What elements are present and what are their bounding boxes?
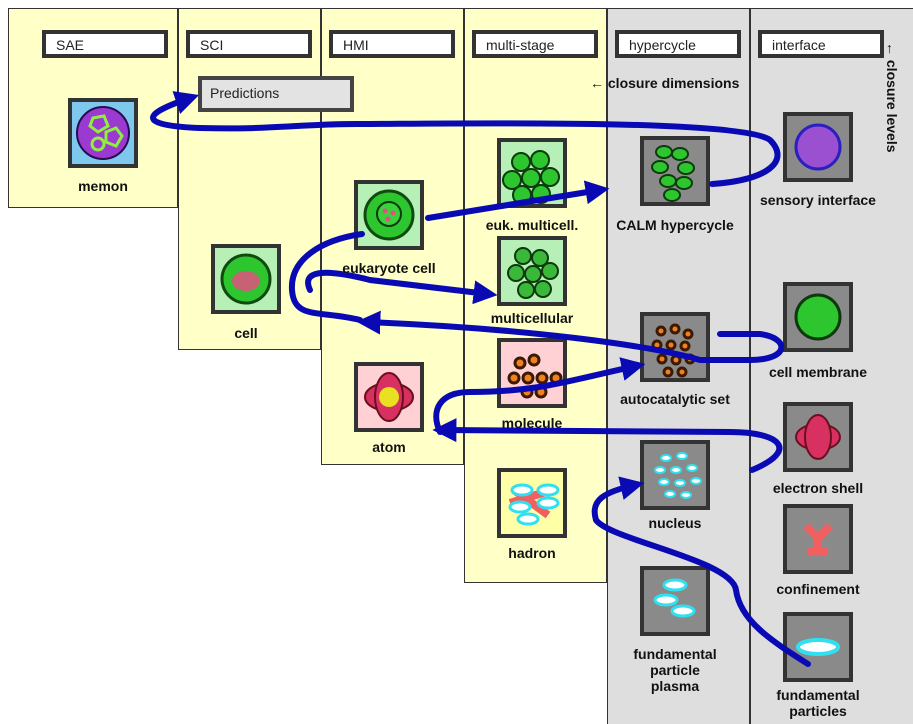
label-cell: cell [234, 325, 258, 341]
label-confinement: confinement [776, 581, 860, 597]
label-hadron: hadron [508, 545, 556, 561]
header-interface: interface [758, 30, 884, 58]
arrow-eukcell-to-hypercycle [425, 180, 610, 221]
multicellular-icon [507, 247, 559, 299]
tile-calm-hypercycle [640, 136, 710, 206]
nucleus-icon [654, 452, 702, 499]
arrow-hypercycle-to-predictions [150, 91, 781, 187]
electron-shell-icon [795, 414, 841, 460]
header-hmi: HMI [329, 30, 455, 58]
confinement-icon [803, 523, 833, 556]
fundamental-particles-icon [796, 638, 840, 656]
euk-multicell-icon [502, 150, 560, 205]
label-eukaryote-cell: eukaryote cell [342, 260, 436, 276]
label-calm-hypercycle: CALM hypercycle [616, 217, 734, 233]
calm-hypercycle-icon [651, 145, 695, 202]
arrow-membrane-to-cell [356, 310, 785, 363]
label-cell-membrane: cell membrane [768, 364, 868, 380]
arrow-cell-to-multicellular [288, 231, 488, 323]
label-multicellular: multicellular [490, 310, 574, 326]
header-hypercycle: hypercycle [615, 30, 741, 58]
predictions-box: Predictions [198, 76, 354, 112]
arrow-electron-to-atom [432, 418, 783, 473]
tile-nucleus [640, 440, 710, 510]
hadron-icon [508, 483, 560, 526]
tile-confinement [783, 504, 853, 574]
label-fundamental-particles: fundamental particles [776, 687, 860, 719]
sensory-interface-icon [794, 123, 842, 171]
label-memon: memon [78, 178, 128, 194]
label-atom: atom [372, 439, 406, 455]
label-molecule: molecule [501, 415, 563, 431]
arrow-particles-to-nucleus [591, 476, 811, 667]
eukaryote-cell-icon [363, 189, 415, 241]
label-electron-shell: electron shell [772, 480, 864, 496]
header-sci: SCI [186, 30, 312, 58]
cell-membrane-icon [794, 293, 842, 341]
memon-icon [76, 106, 130, 160]
header-multi-stage: multi-stage [472, 30, 598, 58]
label-autocatalytic-set: autocatalytic set [620, 391, 730, 407]
label-euk-multicell: euk. multicell. [485, 217, 579, 233]
flow-arrows [150, 91, 811, 667]
cell-icon [220, 253, 272, 305]
label-fundamental-particle-plasma: fundamental particle plasma [633, 646, 717, 694]
arrow-atom-to-molecule [433, 357, 646, 435]
label-nucleus: nucleus [648, 515, 702, 531]
label-sensory-interface: sensory interface [760, 192, 876, 208]
plasma-icon [653, 578, 696, 618]
closure-dimensions-label: ← closure dimensions [590, 75, 740, 91]
atom-icon [364, 372, 414, 422]
tile-fundamental-particle-plasma [640, 566, 710, 636]
header-sae: SAE [42, 30, 168, 58]
